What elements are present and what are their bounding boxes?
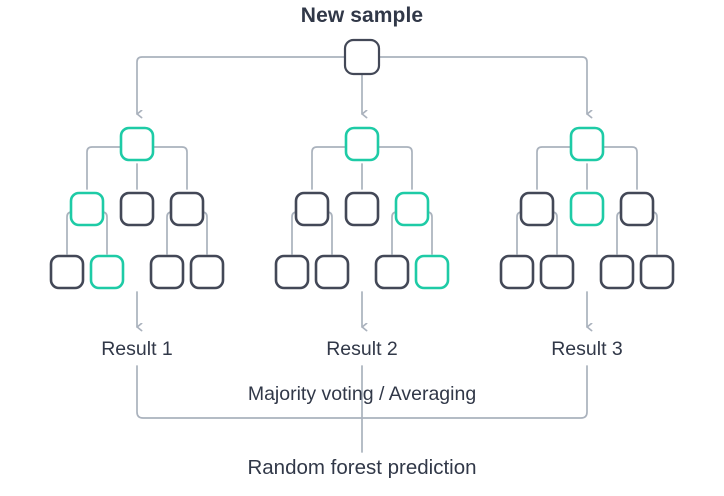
result-label-1: Result 1 [101, 338, 173, 360]
tree-2-level2-node-1[interactable] [294, 191, 330, 227]
tree-2-leaf-2[interactable] [314, 254, 350, 290]
result-label-2: Result 2 [326, 338, 398, 360]
tree-1-leaf-2[interactable] [89, 254, 125, 290]
root-to-trees-connectors [136, 56, 587, 114]
tree-2-nodes [274, 126, 450, 290]
tree-1-level2-node-1[interactable] [69, 191, 105, 227]
page-title: New sample [300, 4, 424, 27]
result-label-3: Result 3 [551, 338, 623, 360]
tree-2-leaf-1[interactable] [274, 254, 310, 290]
tree-3-leaf-2[interactable] [539, 254, 575, 290]
final-prediction-label: Random forest prediction [247, 456, 477, 479]
tree-1-level2-node-2[interactable] [119, 191, 155, 227]
tree-1-root-node[interactable] [119, 126, 155, 162]
aggregation-bracket [136, 365, 588, 453]
tree-1-leaf-4[interactable] [189, 254, 225, 290]
tree-3-connectors [516, 146, 658, 327]
tree-1-level2-node-3[interactable] [169, 191, 205, 227]
tree-3-root-node[interactable] [569, 126, 605, 162]
tree-2-leaf-3[interactable] [374, 254, 410, 290]
tree-1-connectors [66, 146, 208, 327]
tree-1-leaf-1[interactable] [49, 254, 85, 290]
tree-1-nodes [49, 126, 225, 290]
tree-3-leaf-4[interactable] [639, 254, 675, 290]
tree-3-level2-node-3[interactable] [619, 191, 655, 227]
tree-2-connectors [291, 146, 433, 327]
tree-3-level2-node-1[interactable] [519, 191, 555, 227]
tree-2-root-node[interactable] [344, 126, 380, 162]
tree-2-leaf-4[interactable] [414, 254, 450, 290]
connector-root-tree3 [361, 56, 587, 114]
new-sample-node[interactable] [343, 38, 381, 76]
tree-3-leaf-1[interactable] [499, 254, 535, 290]
tree-2-level2-node-3[interactable] [394, 191, 430, 227]
connector-root-tree1 [136, 56, 363, 114]
tree-3-level2-node-2[interactable] [569, 191, 605, 227]
tree-2-level2-node-2[interactable] [344, 191, 380, 227]
aggregation-label: Majority voting / Averaging [247, 383, 477, 405]
tree-1-leaf-3[interactable] [149, 254, 185, 290]
tree-3-leaf-3[interactable] [599, 254, 635, 290]
tree-3-nodes [499, 126, 675, 290]
